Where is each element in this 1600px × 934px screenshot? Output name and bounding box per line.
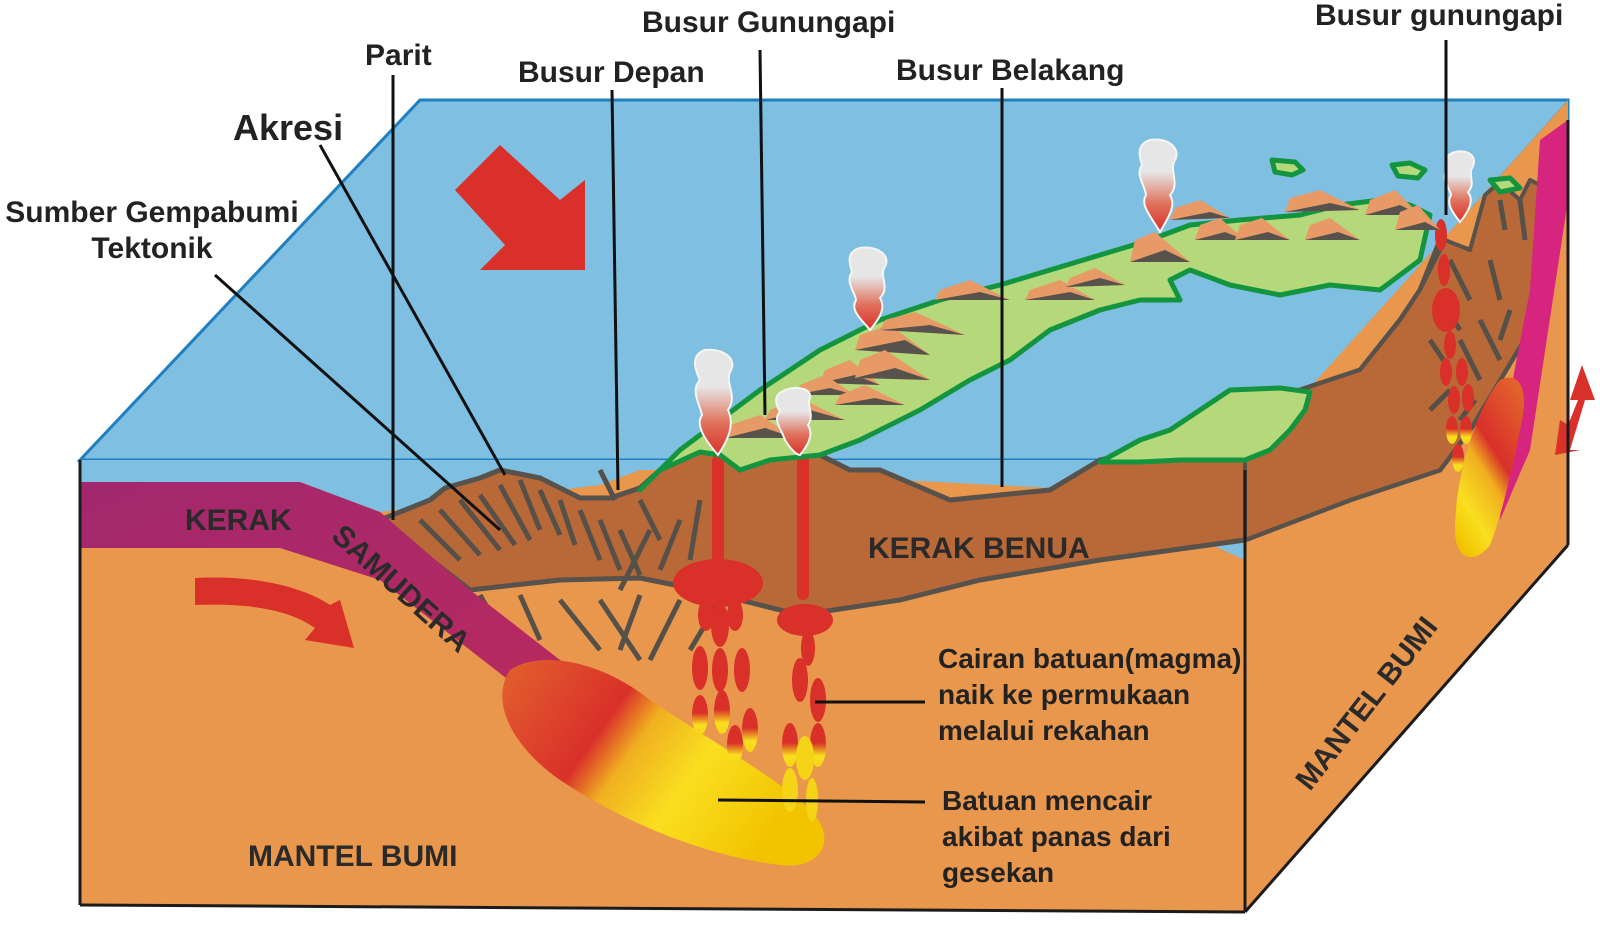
magma-note-line2: naik ke permukaan [938, 679, 1190, 710]
melting-note-line2: akibat panas dari [942, 821, 1171, 852]
accretion-faults [418, 468, 723, 662]
volcano-cones [725, 190, 1440, 438]
label-busur-gunungapi: Busur Gunungapi [642, 6, 895, 39]
eruption-plumes [694, 138, 1475, 457]
label-busur-gunungapi-right: Busur gunungapi [1315, 0, 1563, 32]
magma-conduits [673, 440, 833, 722]
label-kerak-benua: KERAK BENUA [868, 532, 1090, 565]
small-island-1 [1269, 157, 1306, 178]
label-busur-depan: Busur Depan [518, 56, 705, 89]
label-tektonik: Tektonik [91, 232, 212, 265]
label-sumber-gempabumi: Sumber Gempabumi [5, 196, 298, 229]
magma-droplets [692, 690, 826, 767]
magma-note-line3: melalui rekahan [938, 715, 1150, 746]
plume [848, 246, 888, 332]
sea-front-water [80, 468, 1245, 560]
melting-zone-side [1455, 377, 1524, 557]
label-mantel-bumi-front: MANTEL BUMI [248, 840, 457, 873]
melting-note-line1: Batuan mencair [942, 785, 1152, 816]
block-edges [78, 120, 1570, 914]
melting-note-line3: gesekan [942, 857, 1054, 888]
plume [694, 348, 734, 457]
arrow-down-right-icon [455, 145, 585, 270]
leader-lines [213, 40, 1448, 804]
label-kerak: KERAK [185, 504, 292, 537]
label-busur-belakang: Busur Belakang [896, 54, 1124, 87]
magma-conduit-side [1432, 219, 1474, 414]
magma-note-line1: Cairan batuan(magma) [938, 643, 1241, 674]
label-akresi: Akresi [233, 107, 343, 148]
back-island [1097, 385, 1313, 465]
small-island-2 [1389, 160, 1428, 181]
plume [775, 387, 812, 457]
plume [1138, 138, 1178, 234]
volcano [855, 325, 930, 355]
magma-droplets-side [1446, 416, 1472, 472]
small-island-3 [1487, 175, 1523, 195]
double-arrow-vertical-icon [1555, 365, 1595, 455]
label-parit: Parit [365, 39, 432, 72]
melting-zone [502, 660, 825, 866]
curved-arrow-right-icon [195, 577, 354, 648]
